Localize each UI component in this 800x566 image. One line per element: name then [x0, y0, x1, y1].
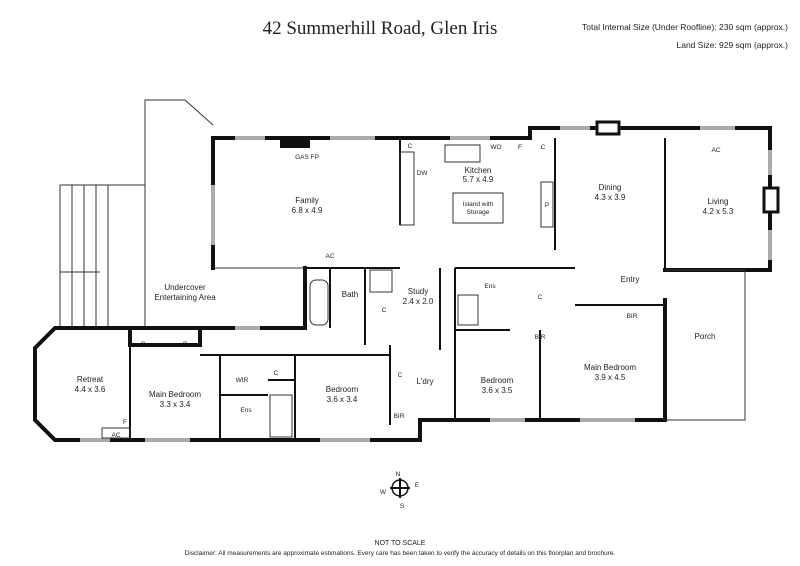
pantry: [540, 181, 554, 228]
cupboard-label: C: [274, 370, 279, 377]
cooktop-icon: [444, 144, 481, 163]
retreat-label: Retreat: [77, 375, 104, 384]
cupboard-label: C: [398, 372, 403, 379]
main-bedroom-left-size: 3.3 x 3.4: [160, 400, 191, 409]
bedroom-mid-label: Bedroom: [326, 385, 359, 394]
island-label: Island with: [463, 201, 494, 208]
dining-label: Dining: [599, 183, 622, 192]
compass-w: W: [380, 489, 387, 496]
ensuite-shower-icon: [457, 294, 479, 326]
family-label: Family: [295, 196, 319, 205]
porch-label: Porch: [695, 332, 716, 341]
study-size: 2.4 x 2.0: [403, 297, 434, 306]
kitchen-size: 5.7 x 4.9: [463, 175, 494, 184]
entertaining-label: Undercover: [164, 283, 206, 292]
island-label-2: Storage: [467, 209, 490, 216]
cupboard-label: C: [541, 144, 546, 151]
retreat-size: 4.4 x 3.6: [75, 385, 106, 394]
fireplace-dining: [595, 120, 621, 136]
address-title: 42 Summerhill Road, Glen Iris: [0, 18, 800, 40]
kitchen-island: [452, 192, 504, 224]
gas-fp-label: GAS FP: [295, 154, 319, 161]
wall-oven-label: WO: [490, 144, 501, 151]
cupboard-label: C: [382, 307, 387, 314]
bedroom-right-label: Bedroom: [481, 376, 514, 385]
bedroom-right-size: 3.6 x 3.5: [482, 386, 513, 395]
ac-label-living: AC: [711, 147, 720, 154]
compass-e: E: [415, 482, 420, 489]
kitchen-label: Kitchen: [465, 166, 492, 175]
main-bedroom-left-label: Main Bedroom: [149, 390, 201, 399]
fireplace-living: [762, 186, 780, 214]
address-text: 42 Summerhill Road, Glen Iris: [262, 18, 498, 39]
dining-size: 4.3 x 3.9: [595, 193, 626, 202]
fridge-label: F: [518, 144, 522, 151]
gas-fireplace: [280, 138, 310, 148]
kitchen-bench: [399, 151, 415, 226]
bir-label-bedroom: BIR: [535, 334, 546, 341]
main-bedroom-right-size: 3.9 x 4.5: [595, 373, 626, 382]
ac-unit: [101, 427, 131, 439]
ensuite-label-left: Ens: [240, 407, 252, 414]
pantry-label: P: [545, 202, 549, 209]
entry-label: Entry: [621, 275, 640, 284]
cupboard-label: C: [141, 341, 146, 348]
living-label: Living: [708, 197, 729, 206]
family-size: 6.8 x 4.9: [292, 206, 323, 215]
bir-label-main: BIR: [627, 313, 638, 320]
not-to-scale: NOT TO SCALE: [374, 540, 426, 547]
windows: [80, 126, 772, 442]
bir-label-mid: BIR: [394, 413, 405, 420]
living-size: 4.2 x 5.3: [703, 207, 734, 216]
cupboard-label: C: [538, 294, 543, 301]
ac-label-bath: AC: [325, 253, 334, 260]
dishwasher-label: DW: [417, 170, 429, 177]
f-label-retreat: F: [123, 419, 127, 426]
porch-outline: [665, 269, 746, 421]
compass-s: S: [400, 503, 405, 510]
bedroom-mid-size: 3.6 x 3.4: [327, 395, 358, 404]
compass-n: N: [396, 471, 401, 478]
land-size: Land Size: 929 sqm (approx.): [676, 40, 788, 50]
ensuite-shower-left-icon: [269, 394, 293, 438]
room-labels: Family 6.8 x 4.9 Kitchen 5.7 x 4.9 Islan…: [75, 166, 734, 409]
shower-icon: [369, 269, 393, 293]
disclaimer: Disclaimer: All measurements are approxi…: [184, 550, 616, 557]
deck: [59, 99, 305, 330]
entertaining-label-2: Entertaining Area: [154, 293, 216, 302]
ensuite-label-right: Ens: [484, 283, 496, 290]
main-bedroom-right-label: Main Bedroom: [584, 363, 636, 372]
wir-label: WIR: [236, 377, 249, 384]
bathtub-icon: [309, 279, 329, 326]
bath-label: Bath: [342, 290, 358, 299]
compass-icon: N E S W: [380, 471, 420, 510]
cupboard-label: C: [408, 143, 413, 150]
laundry-label: L'dry: [416, 377, 433, 386]
study-label: Study: [408, 287, 428, 296]
internal-size: Total Internal Size (Under Roofline): 23…: [582, 22, 788, 32]
fixture-labels: GAS FP C WO F C P DW AC AC C Ens C BIR B…: [111, 143, 720, 439]
cupboard-label: C: [183, 341, 188, 348]
ac-label-retreat: AC: [111, 432, 120, 439]
